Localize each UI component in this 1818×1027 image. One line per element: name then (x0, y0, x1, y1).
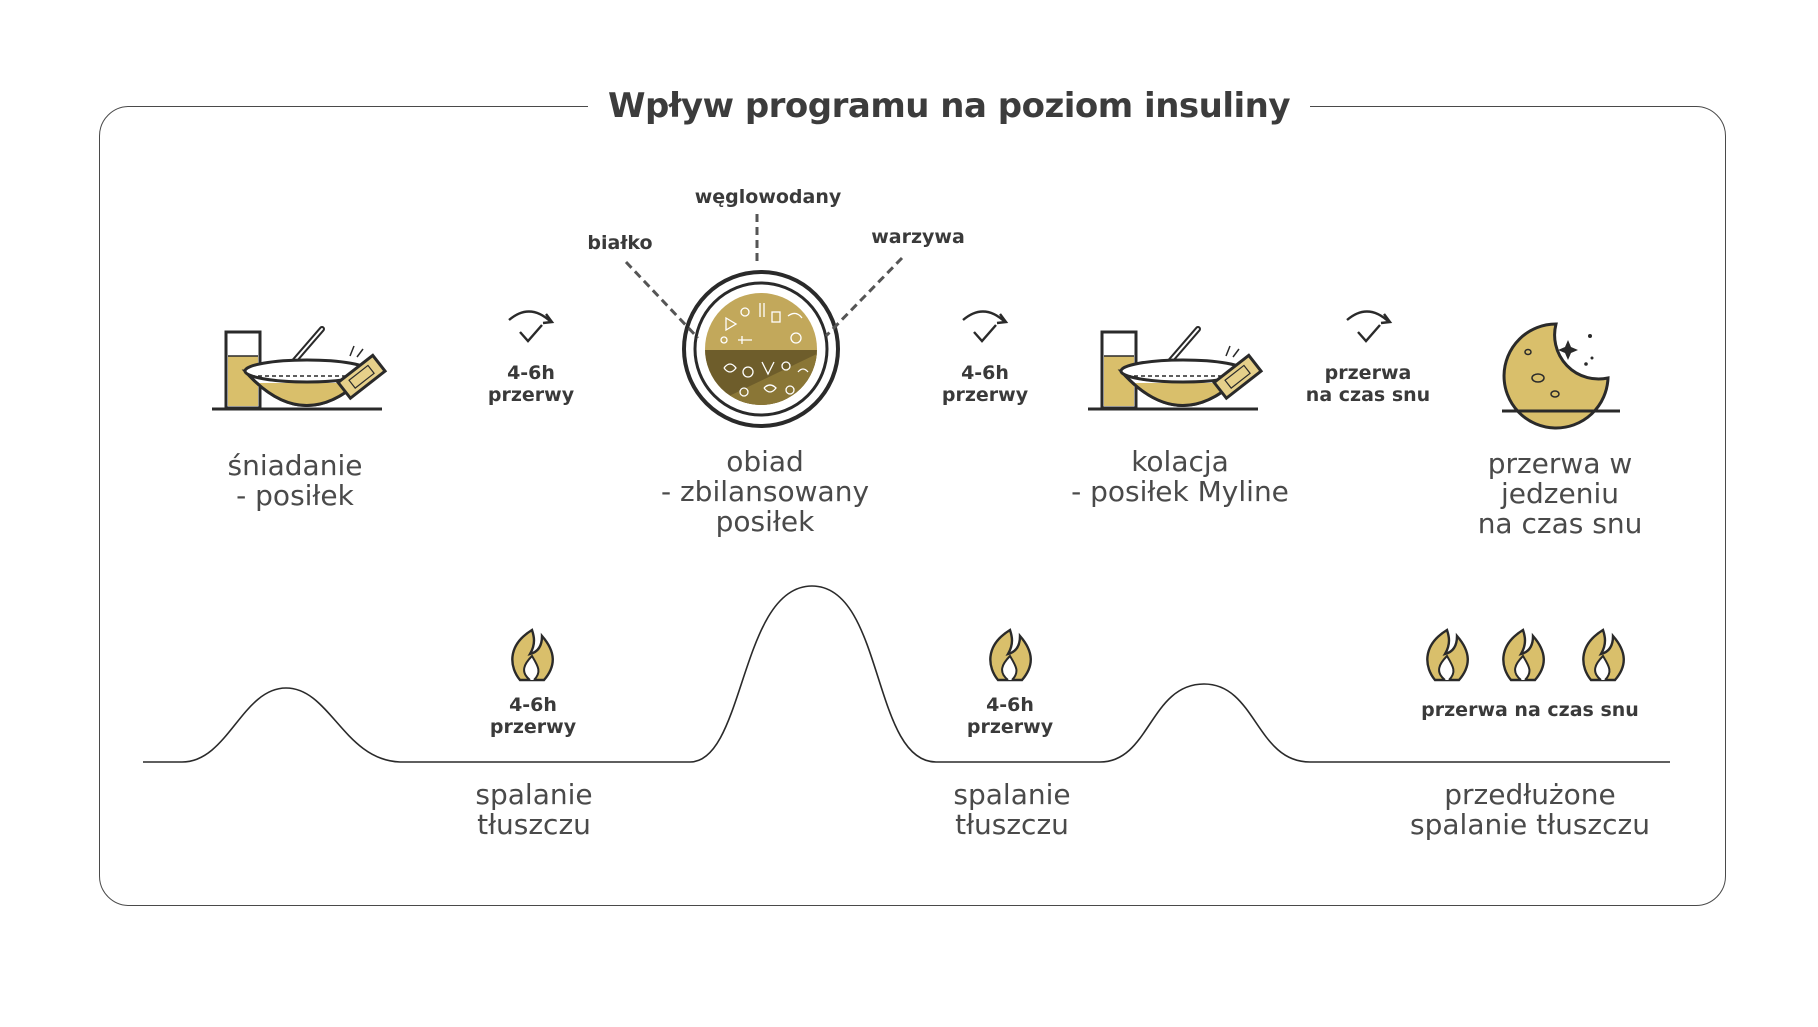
plate-label-protein: białko (587, 232, 653, 254)
break-arrow-icons (508, 310, 1393, 343)
insulin-curve (143, 585, 1670, 763)
dinner-icon (1088, 326, 1264, 411)
clock-arrow-icon (508, 310, 555, 343)
clock-arrow-icon (1346, 310, 1393, 343)
flame-icon (989, 628, 1032, 682)
burn-break-label-3: przerwa na czas snu (1421, 699, 1639, 721)
flame-icon (1426, 628, 1469, 682)
moon-with-stars-icon (1502, 322, 1620, 430)
meal-label-breakfast: śniadanie- posiłek (227, 449, 363, 512)
page-title: Wpływ programu na poziom insuliny (607, 86, 1291, 126)
title-container: Wpływ programu na poziom insuliny (588, 76, 1310, 136)
clock-arrow-icon (962, 310, 1009, 343)
flame-icons (511, 628, 1625, 682)
flame-icon (1582, 628, 1625, 682)
meal-label-dinner: kolacja- posiłek Myline (1071, 445, 1289, 508)
plate-label-vegetables: warzywa (871, 226, 965, 248)
breakfast-icon (212, 326, 388, 411)
plate-label-carbs: węglowodany (694, 186, 842, 208)
flame-icon (1502, 628, 1545, 682)
balanced-plate-icon (624, 214, 904, 428)
flame-icon (511, 628, 554, 682)
